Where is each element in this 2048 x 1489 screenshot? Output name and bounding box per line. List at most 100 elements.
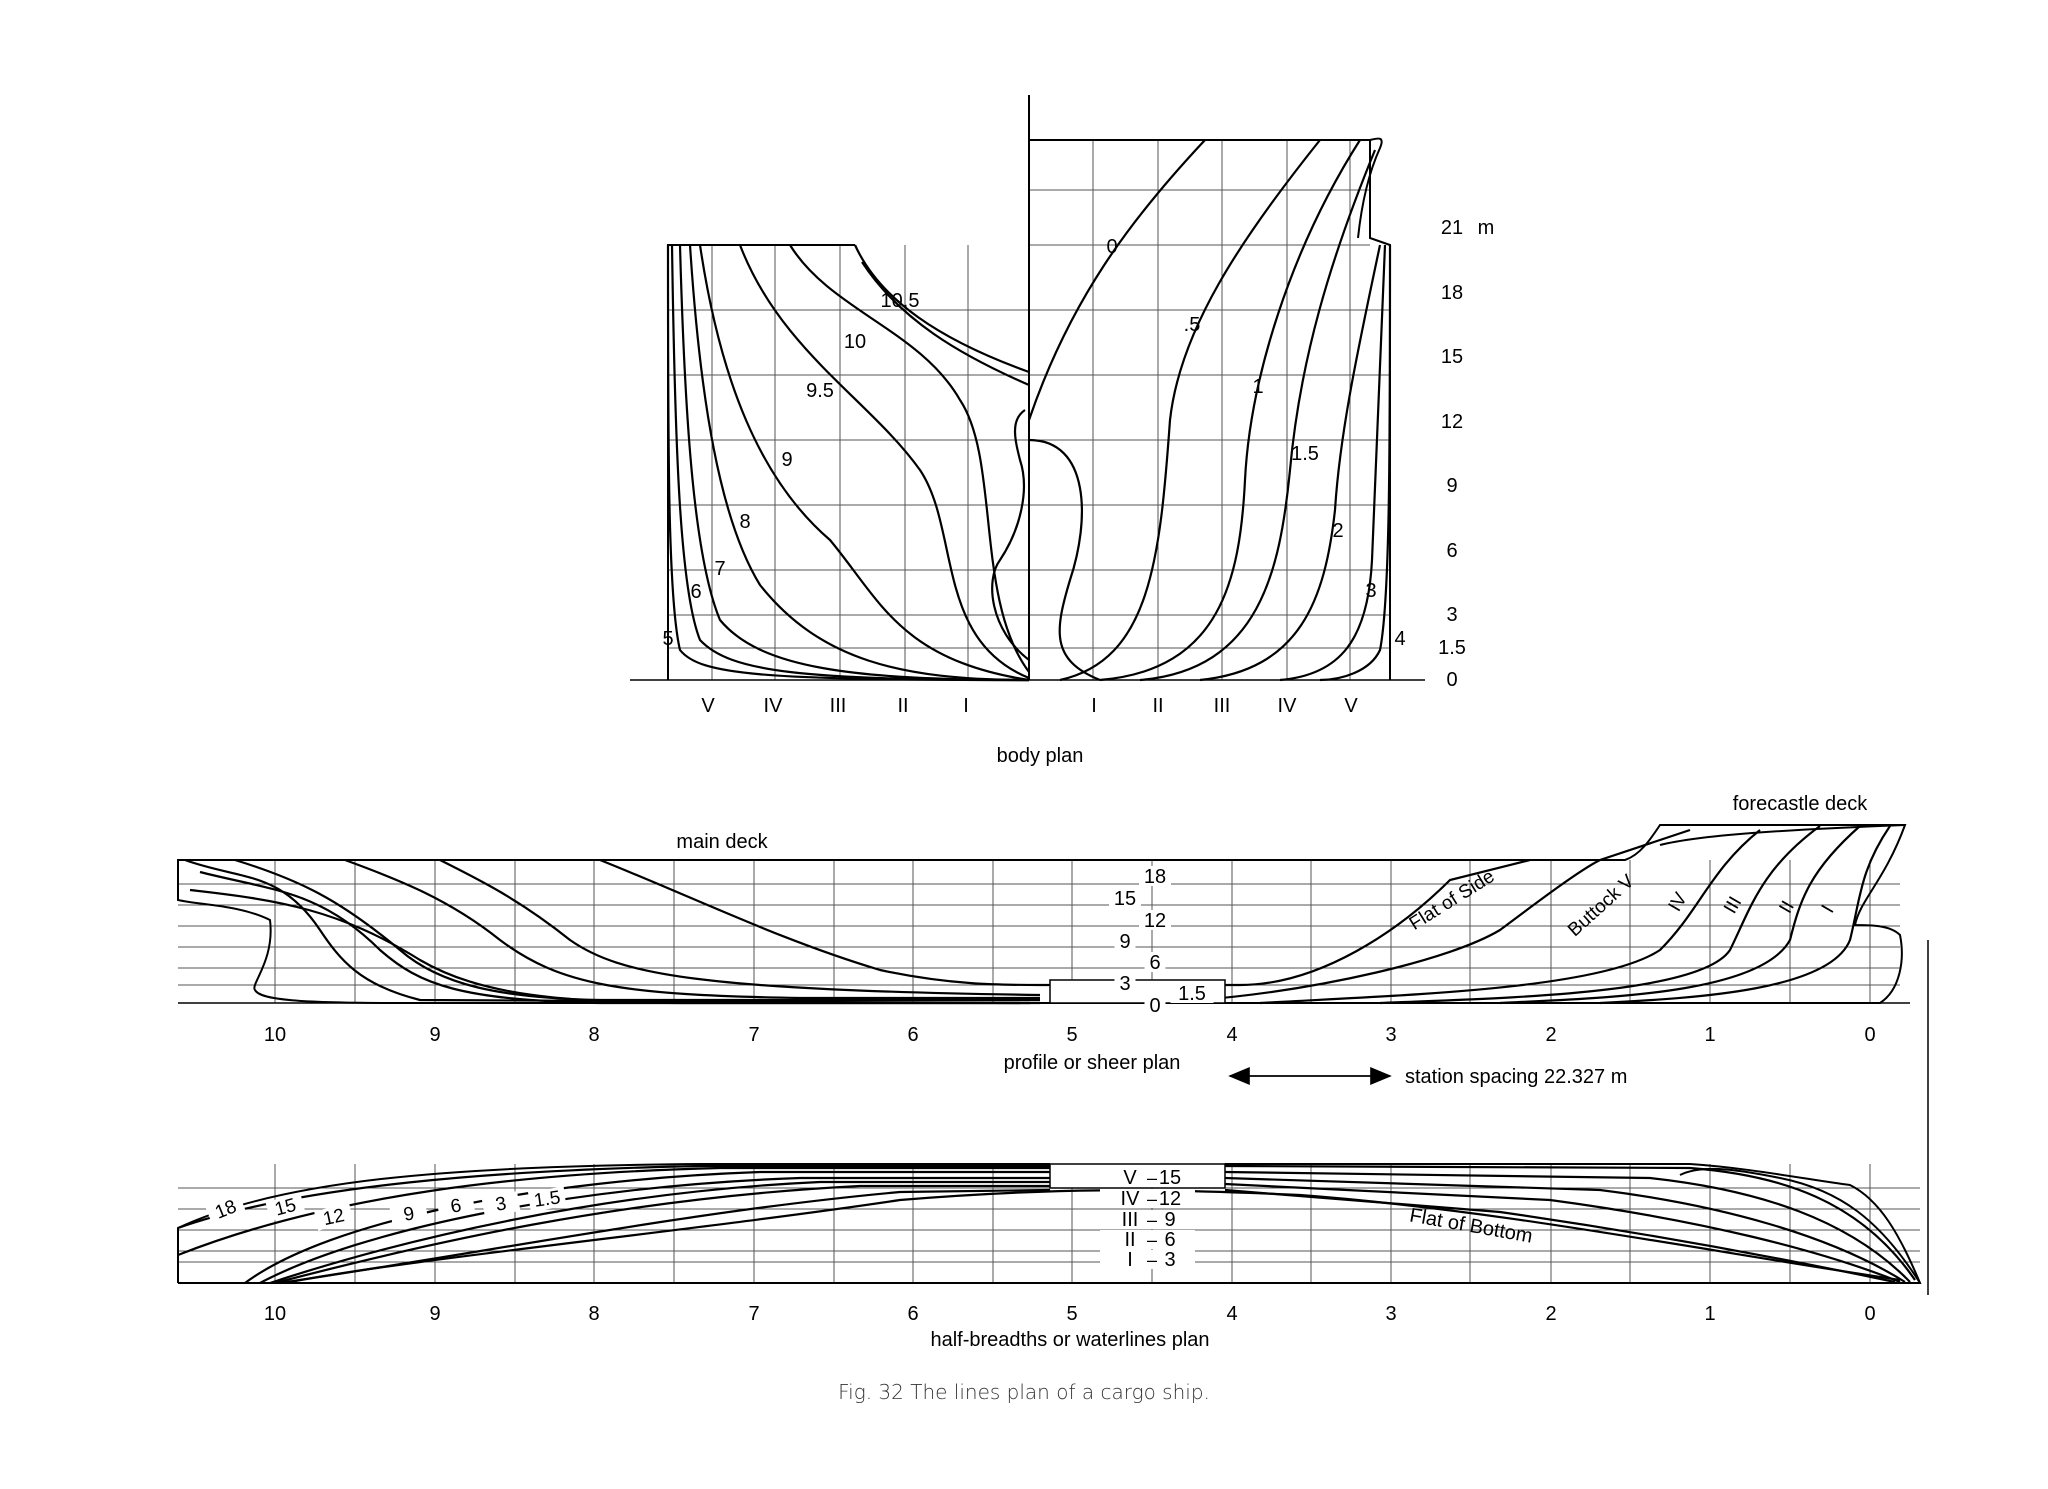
station-label: 10: [264, 1303, 286, 1325]
halfbreadth-breadth-label: 3: [1164, 1249, 1175, 1271]
station-label: 7: [748, 1024, 759, 1046]
body-plan-stem: [1357, 137, 1383, 239]
fore-station-label: 1.5: [1291, 443, 1319, 465]
halfbreadth-label-bg: [1100, 1250, 1195, 1269]
aft-station-label: 10: [844, 331, 866, 353]
figure-caption: Fig. 32 The lines plan of a cargo ship.: [838, 1380, 1210, 1404]
aft-station-label: 7: [714, 558, 725, 580]
halfbreadth-waterline-label: 9: [402, 1203, 416, 1226]
height-label: 1.5: [1438, 637, 1466, 659]
height-label: 15: [1441, 346, 1463, 368]
station-curve-1-5: [1139, 149, 1377, 682]
sheer-curve-b: [344, 858, 1040, 1000]
halfbreadth-dash: –: [1147, 1189, 1157, 1209]
body-plan-labels: 211815129631.50m567899.51010.50.511.5234…: [662, 217, 1494, 717]
height-label: 6: [1446, 540, 1457, 562]
station-label: 3: [1385, 1303, 1396, 1325]
halfbreadth-waterline-label: 3: [494, 1193, 508, 1216]
station-curve-2: [1199, 244, 1382, 682]
waterline-label-bg: [1144, 952, 1166, 972]
buttock-curve-1: [184, 858, 1021, 1005]
station-curve-6: [670, 244, 1030, 682]
station-label: 9: [429, 1303, 440, 1325]
halfbreadth-buttock-label: III: [1122, 1209, 1139, 1231]
halfbreadth-waterline-label: 1.5: [533, 1187, 562, 1211]
station-label: 0: [1864, 1024, 1875, 1046]
station-curve-0: [1027, 139, 1206, 421]
station-spacing-label: station spacing 22.327 m: [1405, 1066, 1627, 1088]
profile-buttock-label: III: [1720, 893, 1746, 917]
buttock-curve-2: [199, 870, 1030, 1005]
waterline-label: 6: [1149, 952, 1160, 974]
height-label: 18: [1441, 282, 1463, 304]
station-label: 0: [1864, 1303, 1875, 1325]
buttock-curve-iv: [1259, 829, 1761, 1005]
buttock-label: IV: [1278, 695, 1298, 717]
station-label: 2: [1545, 1303, 1556, 1325]
fore-station-label: 2: [1332, 520, 1343, 542]
halfbreadth-label-bg: [1100, 1210, 1195, 1229]
fore-waterline-a: [1224, 1164, 1916, 1281]
aft-station-curves: [666, 244, 1030, 682]
halfbreadth-buttock-label: IV: [1121, 1188, 1141, 1210]
station-label: 7: [748, 1303, 759, 1325]
fore-station-label: 1: [1252, 376, 1263, 398]
height-label: 9: [1446, 475, 1457, 497]
waterline-label-bg: [1109, 888, 1141, 908]
fore-station-curves: [1027, 139, 1392, 682]
station-curve-5: [666, 244, 1030, 682]
buttock-curve-3: [189, 888, 1040, 1005]
station-label: 3: [1385, 1024, 1396, 1046]
buttock-curve-i: [1599, 825, 1891, 1005]
aft-station-label: 6: [690, 581, 701, 603]
fore-station-label: 0: [1106, 236, 1117, 258]
height-unit-label: m: [1478, 217, 1495, 239]
halfbreadth-breadth-label: 6: [1164, 1229, 1175, 1251]
profile-buttock-label: Buttock V: [1564, 871, 1639, 941]
halfbreadth-buttock-label: I: [1127, 1249, 1133, 1271]
halfbreadth-wl-label-bg: [527, 1186, 567, 1212]
aft-station-label: 10.5: [881, 290, 920, 312]
buttock-label: I: [963, 695, 969, 717]
station-label: 9: [429, 1024, 440, 1046]
forecastle-flare: [1679, 1167, 1921, 1284]
waterline-label: 18: [1144, 866, 1166, 888]
station-label: 8: [588, 1303, 599, 1325]
station-curve-9-5: [738, 244, 1030, 680]
waterline-curves: [177, 1164, 1916, 1285]
body-plan: 211815129631.50m567899.51010.50.511.5234…: [630, 95, 1494, 717]
waterline-label-bg: [1139, 866, 1171, 886]
halfbreadth-wl-label-bg: [436, 1193, 476, 1220]
flat-of-side-label: Flat of Side: [1406, 866, 1499, 935]
profile-buttock-label: IV: [1665, 889, 1692, 915]
halfbreadth-buttock-label: II: [1124, 1229, 1135, 1251]
waterline-label-bg: [1139, 910, 1171, 930]
buttock-label: V: [701, 695, 715, 717]
sheer-curve-c: [439, 859, 1041, 997]
halfbreadth-wl-label-bg: [481, 1191, 521, 1218]
buttock-label: II: [897, 695, 908, 717]
station-curve-4: [1319, 244, 1392, 682]
buttock-label: II: [1152, 695, 1163, 717]
halfbreadth-label-bg: [1100, 1189, 1195, 1208]
halfbreadth-breadth-label: 12: [1159, 1188, 1181, 1210]
halfbreadth-breadth-label: 15: [1159, 1167, 1181, 1189]
station-curve-10-5: [853, 244, 1030, 374]
station-curve-9: [698, 244, 1030, 682]
flat-of-bottom-label: Flat of Bottom: [1408, 1204, 1534, 1247]
halfbreadth-plan-title: half-breadths or waterlines plan: [930, 1329, 1209, 1351]
waterline-label-bg: [1170, 983, 1214, 1003]
station-curve-0-5: [1059, 139, 1321, 682]
buttock-label: IV: [764, 695, 784, 717]
fore-station-label: 3: [1365, 580, 1376, 602]
forecastle-deck-label: forecastle deck: [1733, 793, 1869, 815]
profile-plan-title: profile or sheer plan: [1004, 1052, 1181, 1074]
halfbreadth-waterline-label: 12: [321, 1205, 346, 1230]
fore-waterline-e: [1224, 1188, 1896, 1284]
halfbreadth-waterline-label: 6: [449, 1195, 463, 1218]
body-plan-title: body plan: [997, 745, 1084, 767]
stern-curve: [991, 409, 1030, 661]
waterline-15: [177, 1166, 1050, 1257]
fore-waterline-d: [1224, 1182, 1901, 1284]
